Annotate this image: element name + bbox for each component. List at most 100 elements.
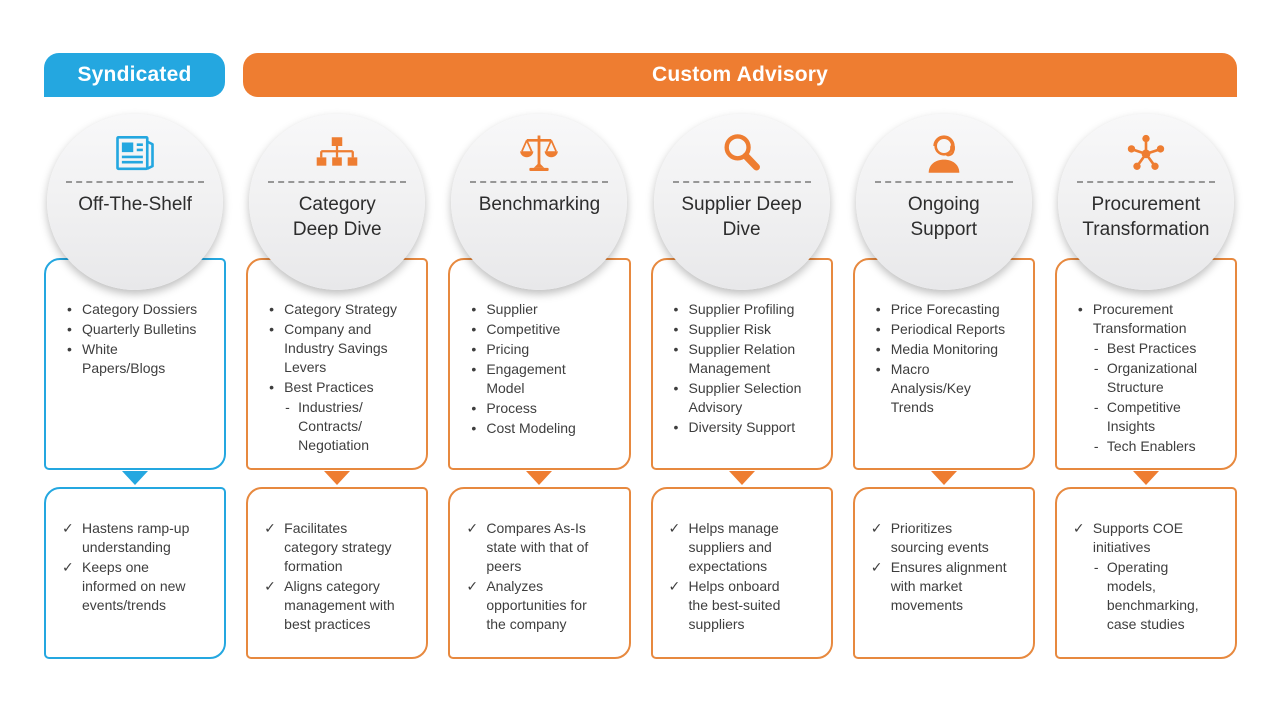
list-item: Facilitates category strategy formation: [264, 519, 422, 576]
list-item: Helps onboard the best-suited suppliers: [669, 577, 827, 634]
services-list: SupplierCompetitivePricingEngagement Mod…: [466, 300, 624, 438]
benefits-box: Helps manage suppliers and expectationsH…: [650, 487, 833, 659]
down-arrow-icon: [728, 471, 755, 485]
benefits-list: Hastens ramp-up understandingKeeps one i…: [62, 519, 220, 615]
benefits-box: Facilitates category strategy formationA…: [246, 487, 429, 659]
services-box: Supplier ProfilingSupplier RiskSupplier …: [650, 258, 833, 470]
columns: Off-The-Shelf Category DossiersQuarterly…: [44, 114, 1238, 659]
dashed-divider: [1076, 181, 1215, 183]
column-category-deep-dive: Category Deep Dive Category StrategyComp…: [246, 114, 429, 659]
column-procurement-transformation: Procurement Transformation Procurement T…: [1054, 114, 1238, 659]
category-title: Supplier Deep Dive: [681, 194, 802, 240]
list-item: Category Strategy: [264, 300, 422, 319]
list-item: Diversity Support: [669, 418, 827, 437]
category-title: Off-The-Shelf: [78, 194, 192, 215]
scale-icon: [451, 114, 627, 176]
list-item: Competitive Insights: [1073, 398, 1231, 436]
dashed-divider: [66, 181, 205, 183]
down-arrow-icon: [1132, 471, 1159, 485]
list-item: Prioritizes sourcing events: [871, 519, 1029, 557]
list-item: Best Practices: [264, 378, 422, 397]
category-title: Ongoing Support: [907, 194, 980, 240]
list-item: Company and Industry Savings Levers: [264, 320, 422, 377]
category-title: Procurement Transformation: [1082, 194, 1210, 240]
benefits-list: Compares As-Is state with that of peersA…: [466, 519, 624, 634]
custom-advisory-header: Custom Advisory: [243, 53, 1237, 97]
list-item: Helps manage suppliers and expectations: [669, 519, 827, 576]
dashed-divider: [268, 181, 407, 183]
list-item: Supplier Profiling: [669, 300, 827, 319]
services-box: SupplierCompetitivePricingEngagement Mod…: [448, 258, 631, 470]
services-list: Price ForecastingPeriodical ReportsMedia…: [871, 300, 1029, 417]
services-box: Price ForecastingPeriodical ReportsMedia…: [852, 258, 1035, 470]
benefits-box: Hastens ramp-up understandingKeeps one i…: [44, 487, 227, 659]
benefits-list: Prioritizes sourcing eventsEnsures align…: [871, 519, 1029, 615]
services-box: Category DossiersQuarterly BulletinsWhit…: [44, 258, 227, 470]
services-list: Category StrategyCompany and Industry Sa…: [264, 300, 422, 455]
benefits-list: Supports COE initiativesOperating models…: [1073, 519, 1231, 634]
syndicated-header-label: Syndicated: [77, 63, 192, 86]
list-item: Periodical Reports: [871, 320, 1029, 339]
dashed-divider: [874, 181, 1013, 183]
column-supplier-deep-dive: Supplier Deep Dive Supplier ProfilingSup…: [650, 114, 833, 659]
services-list: Procurement TransformationBest Practices…: [1073, 300, 1231, 456]
column-benchmarking: Benchmarking SupplierCompetitivePricingE…: [448, 114, 631, 659]
list-item: Supplier Selection Advisory: [669, 379, 827, 417]
list-item: Keeps one informed on new events/trends: [62, 558, 220, 615]
list-item: Supports COE initiatives: [1073, 519, 1231, 557]
services-box: Procurement TransformationBest Practices…: [1054, 258, 1238, 470]
list-item: Macro Analysis/Key Trends: [871, 360, 1029, 417]
column-ongoing-support: Ongoing Support Price ForecastingPeriodi…: [852, 114, 1035, 659]
category-circle: Benchmarking: [451, 114, 628, 290]
category-circle: Procurement Transformation: [1057, 114, 1234, 290]
list-item: Cost Modeling: [466, 419, 624, 438]
list-item: Engagement Model: [466, 360, 624, 398]
list-item: Supplier Relation Management: [669, 340, 827, 378]
list-item: Procurement Transformation: [1073, 300, 1231, 338]
down-arrow-icon: [324, 471, 351, 485]
benefits-box: Prioritizes sourcing eventsEnsures align…: [852, 487, 1035, 659]
list-item: Supplier Risk: [669, 320, 827, 339]
down-arrow-icon: [930, 471, 957, 485]
list-item: Compares As-Is state with that of peers: [466, 519, 624, 576]
list-item: Analyzes opportunities for the company: [466, 577, 624, 634]
benefits-box: Compares As-Is state with that of peersA…: [448, 487, 631, 659]
category-title: Category Deep Dive: [292, 194, 382, 240]
dashed-divider: [672, 181, 811, 183]
down-arrow-icon: [526, 471, 553, 485]
category-circle: Supplier Deep Dive: [653, 114, 830, 290]
services-box: Category StrategyCompany and Industry Sa…: [246, 258, 429, 470]
syndicated-header: Syndicated: [44, 53, 225, 97]
down-arrow-icon: [122, 471, 149, 485]
list-item: Tech Enablers: [1073, 437, 1231, 456]
list-item: Category Dossiers: [62, 300, 220, 319]
list-item: Operating models, benchmarking, case stu…: [1073, 558, 1231, 634]
list-item: Process: [466, 399, 624, 418]
category-title: Benchmarking: [478, 194, 601, 215]
support-agent-icon: [856, 114, 1032, 176]
category-circle: Ongoing Support: [855, 114, 1032, 290]
custom-advisory-header-label: Custom Advisory: [651, 63, 829, 86]
list-item: Aligns category management with best pra…: [264, 577, 422, 634]
list-item: Hastens ramp-up understanding: [62, 519, 220, 557]
list-item: Supplier: [466, 300, 624, 319]
list-item: Quarterly Bulletins: [62, 320, 220, 339]
list-item: Ensures alignment with market movements: [871, 558, 1029, 615]
dashed-divider: [470, 181, 609, 183]
category-circle: Category Deep Dive: [249, 114, 426, 290]
benefits-list: Facilitates category strategy formationA…: [264, 519, 422, 634]
benefits-list: Helps manage suppliers and expectationsH…: [669, 519, 827, 634]
column-off-the-shelf: Off-The-Shelf Category DossiersQuarterly…: [44, 114, 227, 659]
list-item: Best Practices: [1073, 339, 1231, 358]
services-list: Category DossiersQuarterly BulletinsWhit…: [62, 300, 220, 378]
list-item: Competitive: [466, 320, 624, 339]
list-item: White Papers/Blogs: [62, 340, 220, 378]
newspaper-icon: [47, 114, 223, 176]
sitemap-icon: [249, 114, 425, 176]
benefits-box: Supports COE initiativesOperating models…: [1054, 487, 1238, 659]
list-item: Price Forecasting: [871, 300, 1029, 319]
list-item: Media Monitoring: [871, 340, 1029, 359]
network-icon: [1058, 114, 1234, 176]
list-item: Industries/ Contracts/ Negotiation: [264, 398, 422, 455]
